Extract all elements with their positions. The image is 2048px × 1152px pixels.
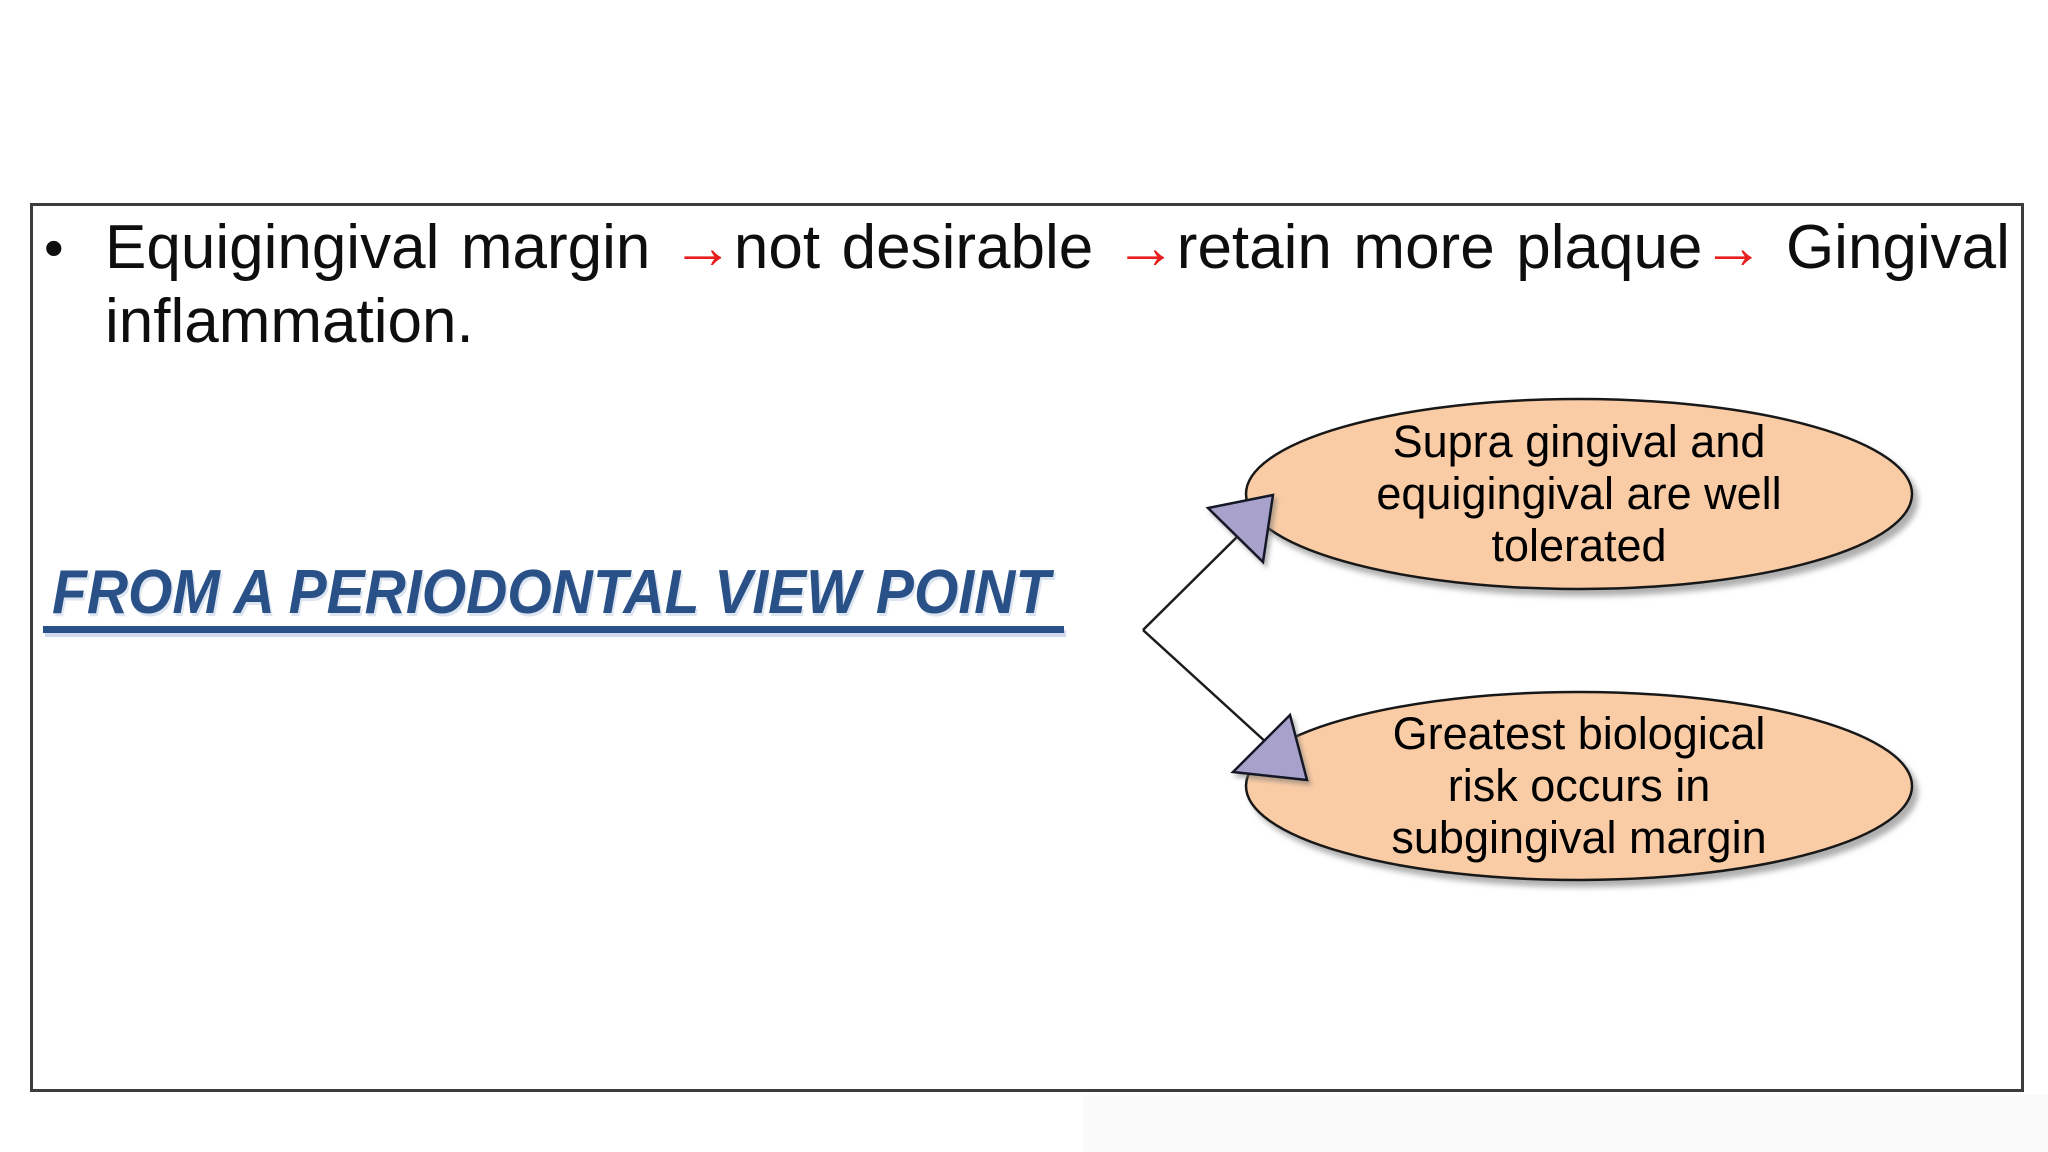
ellipse-2-line: subgingival margin: [1391, 812, 1767, 863]
ellipse-2-text: Greatest biological risk occurs in subgi…: [1246, 700, 1912, 872]
bullet-word: desirable: [842, 211, 1094, 285]
word-part: margin: [460, 213, 651, 282]
word-part: Gingival: [1785, 213, 2010, 282]
red-arrow-glyph: →: [671, 213, 734, 282]
heading-underline: [43, 626, 1064, 633]
ellipse-1-line: tolerated: [1491, 520, 1667, 571]
bullet-word: Gingival: [1786, 211, 2010, 285]
word-part: not: [733, 213, 821, 282]
word-part: plaque: [1516, 213, 1703, 282]
red-arrow-glyph: →: [1114, 213, 1177, 282]
bullet-word: margin: [461, 211, 651, 285]
word-part: more: [1353, 213, 1495, 282]
bullet-line-2: inflammation.: [105, 287, 474, 356]
bullet-word: →not: [672, 211, 820, 285]
bullet-word: Equigingival: [105, 211, 439, 285]
ellipse-1-text: Supra gingival and equigingival are well…: [1246, 408, 1912, 580]
bullet-icon: •: [44, 216, 64, 279]
word-part: Equigingival: [105, 213, 440, 282]
bullet-word: →retain: [1115, 211, 1332, 285]
section-heading: FROM A PERIODONTAL VIEW POINT: [52, 558, 1051, 627]
ellipse-1-line: Supra gingival and: [1392, 416, 1766, 467]
bullet-word: plaque→: [1516, 211, 1764, 285]
ellipse-2-line: risk occurs in: [1447, 760, 1711, 811]
bullet-word: more: [1353, 211, 1494, 285]
red-arrow-glyph: →: [1702, 213, 1765, 282]
slide-content-box: [30, 203, 2024, 1092]
ellipse-1-line: equigingival are well: [1376, 468, 1782, 519]
word-part: retain: [1176, 213, 1332, 282]
bottom-right-strip: [1083, 1095, 2048, 1152]
ellipse-2-line: Greatest biological: [1392, 708, 1766, 759]
word-part: desirable: [841, 213, 1094, 282]
